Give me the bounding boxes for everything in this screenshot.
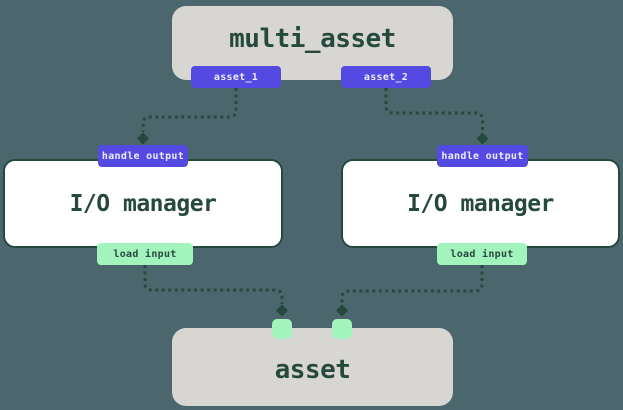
- edge-asset1-to-left-io: [141, 88, 238, 132]
- io-manager-left-title: I/O manager: [69, 190, 217, 217]
- load-input-badge-right: load input: [437, 243, 527, 265]
- asset-input-port-2: [332, 319, 352, 339]
- io-manager-right-title: I/O manager: [407, 190, 554, 217]
- asset-node: asset: [172, 328, 453, 406]
- output-badge-asset-2-label: asset_2: [363, 71, 409, 83]
- load-input-badge-left-label: load input: [113, 248, 177, 260]
- handle-output-badge-left: handle output: [98, 145, 188, 167]
- load-input-badge-right-label: load input: [450, 248, 514, 260]
- handle-output-badge-right-label: handle output: [441, 150, 524, 162]
- edge-right-io-arrowhead-diamond-icon: [336, 304, 348, 317]
- output-badge-asset-1-label: asset_1: [213, 71, 259, 83]
- io-manager-left-node: I/O manager: [3, 159, 283, 248]
- handle-output-badge-left-label: handle output: [101, 150, 185, 162]
- handle-output-badge-right: handle output: [437, 145, 528, 167]
- load-input-badge-left: load input: [97, 243, 193, 265]
- edge-left-io-to-asset-port1: [143, 265, 284, 304]
- edge-left-io-arrowhead-diamond-icon: [276, 304, 288, 317]
- edge-asset2-arrowhead-diamond-icon: [476, 132, 489, 145]
- edge-asset1-arrowhead-diamond-icon: [137, 132, 149, 145]
- output-badge-asset-1: asset_1: [191, 66, 281, 88]
- edge-asset2-to-right-io: [384, 88, 484, 132]
- asset-title: asset: [274, 355, 351, 385]
- asset-input-port-1: [272, 319, 292, 339]
- output-badge-asset-2: asset_2: [341, 66, 431, 88]
- edge-right-io-to-asset-port2: [340, 265, 484, 304]
- multi-asset-title: multi_asset: [229, 24, 396, 54]
